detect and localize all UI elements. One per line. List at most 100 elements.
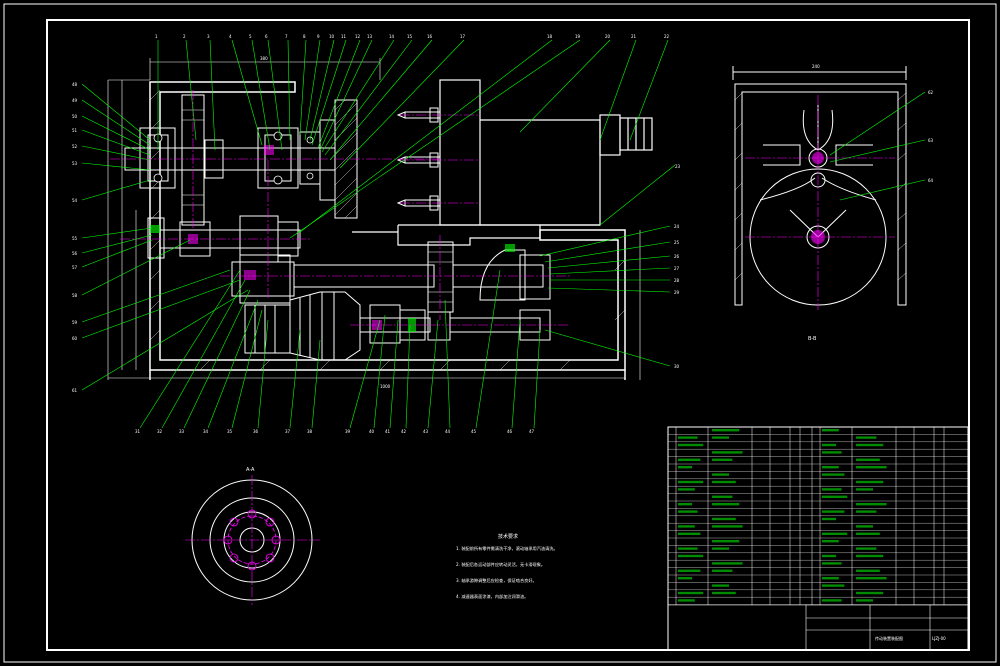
svg-text:58: 58 — [72, 293, 78, 298]
svg-text:28: 28 — [674, 278, 680, 283]
magenta-fills — [188, 145, 382, 330]
lower-gear-teeth — [428, 251, 453, 303]
svg-text:30: 30 — [674, 364, 680, 369]
svg-text:25: 25 — [674, 240, 680, 245]
svg-text:20: 20 — [605, 34, 611, 39]
title-block — [668, 604, 969, 651]
table-cell-text-placeholder — [856, 591, 884, 595]
table-cell-text-placeholder — [822, 532, 848, 535]
table-cell-text-placeholder — [822, 577, 839, 580]
note-3: 3. 轴承游隙调整后应检查，保证啮合良好。 — [456, 577, 537, 584]
svg-text:19: 19 — [575, 34, 581, 39]
svg-text:40: 40 — [369, 429, 375, 434]
table-cell-text-placeholder — [712, 495, 733, 498]
svg-text:51: 51 — [72, 128, 78, 133]
table-cell-text-placeholder — [678, 547, 698, 550]
table-cell-text-placeholder — [856, 443, 884, 447]
table-cell-text-placeholder — [678, 525, 695, 528]
table-cell-text-placeholder — [712, 547, 729, 550]
svg-text:8: 8 — [303, 34, 306, 39]
notes-title: 技术要求 — [498, 533, 518, 540]
svg-text:57: 57 — [72, 265, 78, 270]
view-a-label: A-A — [246, 467, 255, 473]
table-cell-text-placeholder — [678, 443, 704, 447]
svg-text:39: 39 — [345, 429, 351, 434]
svg-text:61: 61 — [72, 388, 78, 393]
upper-body-block — [352, 79, 653, 246]
svg-text:52: 52 — [72, 144, 78, 149]
svg-text:48: 48 — [72, 82, 78, 87]
svg-text:64: 64 — [928, 178, 934, 183]
svg-text:43: 43 — [423, 429, 429, 434]
svg-text:29: 29 — [674, 290, 680, 295]
table-cell-text-placeholder — [678, 488, 695, 491]
table-cell-text-placeholder — [678, 599, 695, 602]
svg-text:15: 15 — [407, 34, 413, 39]
svg-text:31: 31 — [135, 429, 141, 434]
parts-list-rows — [668, 429, 968, 605]
table-cell-text-placeholder — [712, 480, 736, 484]
table-cell-text-placeholder — [822, 517, 836, 521]
table-cell-text-placeholder — [856, 510, 877, 513]
table-cell-text-placeholder — [822, 584, 845, 587]
note-1: 1. 装配前所有零件需清洗干净，滚动轴承用汽油清洗。 — [456, 545, 558, 552]
table-cell-text-placeholder — [822, 443, 836, 447]
main-assembly-view: 380 1000 — [72, 34, 681, 434]
svg-text:9: 9 — [317, 34, 320, 39]
leader-lines-right — [539, 225, 671, 367]
table-cell-text-placeholder — [678, 466, 692, 469]
table-cell-text-placeholder — [822, 429, 839, 432]
svg-text:63: 63 — [928, 138, 934, 143]
svg-text:11: 11 — [341, 34, 347, 39]
table-cell-text-placeholder — [822, 466, 839, 469]
table-cell-text-placeholder — [678, 554, 704, 558]
svg-text:14: 14 — [389, 34, 395, 39]
note-2: 2. 装配后各运动部件应转动灵活，无卡滞现象。 — [456, 561, 545, 568]
svg-text:37: 37 — [285, 429, 291, 434]
table-cell-text-placeholder — [712, 540, 740, 543]
table-cell-text-placeholder — [856, 488, 873, 491]
svg-text:50: 50 — [72, 114, 78, 119]
table-cell-text-placeholder — [822, 451, 842, 454]
table-cell-text-placeholder — [712, 584, 729, 587]
svg-text:23: 23 — [675, 164, 681, 169]
table-cell-text-placeholder — [856, 503, 887, 506]
table-cell-text-placeholder — [712, 458, 733, 461]
table-cell-text-placeholder — [822, 510, 845, 513]
svg-text:59: 59 — [72, 320, 78, 325]
svg-text:55: 55 — [72, 236, 78, 241]
top-width-dimension: 380 — [260, 56, 268, 61]
lower-shaft-assembly — [231, 241, 551, 313]
svg-text:17: 17 — [460, 34, 466, 39]
table-cell-text-placeholder — [678, 569, 701, 572]
drawing-name: 传动装置装配图 — [875, 635, 903, 641]
table-cell-text-placeholder — [856, 599, 873, 602]
table-cell-text-placeholder — [856, 525, 873, 528]
svg-text:46: 46 — [507, 429, 513, 434]
table-cell-text-placeholder — [678, 503, 692, 506]
svg-text:2: 2 — [183, 34, 186, 39]
svg-text:4: 4 — [229, 34, 232, 39]
svg-text:21: 21 — [631, 34, 637, 39]
svg-text:44: 44 — [445, 429, 451, 434]
bearings-upper — [153, 131, 314, 185]
table-cell-text-placeholder — [822, 495, 848, 498]
svg-text:26: 26 — [674, 254, 680, 259]
svg-text:16: 16 — [427, 34, 433, 39]
svg-text:41: 41 — [385, 429, 391, 434]
leader-lines-bottom — [139, 269, 541, 429]
table-cell-text-placeholder — [822, 562, 842, 565]
svg-text:54: 54 — [72, 198, 78, 203]
table-cell-text-placeholder — [822, 473, 845, 476]
svg-text:35: 35 — [227, 429, 233, 434]
table-cell-text-placeholder — [712, 436, 729, 439]
svg-text:18: 18 — [547, 34, 553, 39]
gearbox-housing — [149, 81, 626, 380]
table-cell-text-placeholder — [856, 466, 887, 469]
table-cell-text-placeholder — [856, 577, 887, 580]
table-cell-text-placeholder — [822, 554, 836, 558]
table-cell-text-placeholder — [856, 547, 877, 550]
table-cell-text-placeholder — [678, 436, 698, 439]
